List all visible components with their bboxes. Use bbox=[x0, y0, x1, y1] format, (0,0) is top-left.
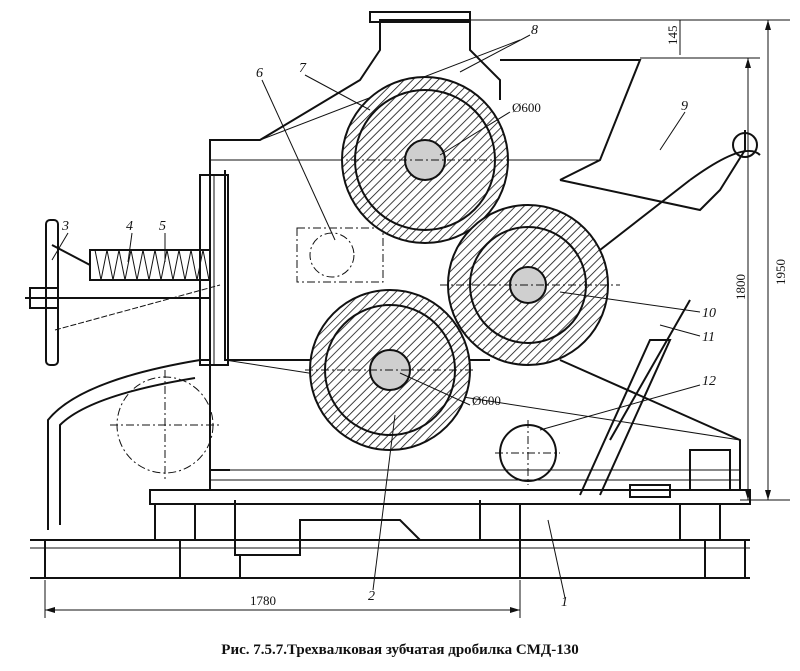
dimension-lines bbox=[44, 19, 790, 618]
dim-roll-top-diameter: Ø600 bbox=[512, 100, 541, 115]
callout-10: 10 bbox=[702, 306, 716, 321]
callout-2: 2 bbox=[368, 589, 375, 604]
crusher-drawing: 1 2 3 4 5 6 7 8 9 10 11 12 Ø600 Ø600 178… bbox=[25, 11, 790, 618]
base-frame bbox=[149, 469, 751, 556]
dim-height-1800: 1800 bbox=[733, 274, 748, 300]
dim-height-1950: 1950 bbox=[773, 259, 788, 285]
pulley bbox=[495, 420, 560, 485]
dim-base-length: 1780 bbox=[250, 593, 276, 608]
callout-3: 3 bbox=[61, 219, 69, 234]
callout-1: 1 bbox=[561, 595, 568, 610]
roll-top bbox=[335, 76, 515, 244]
callout-6: 6 bbox=[256, 66, 263, 81]
callout-11: 11 bbox=[702, 330, 715, 345]
callout-5: 5 bbox=[159, 219, 166, 234]
callout-12: 12 bbox=[702, 374, 716, 389]
callout-8: 8 bbox=[531, 23, 538, 38]
dim-roll-bottom-diameter: Ø600 bbox=[472, 393, 501, 408]
figure-caption: Рис. 7.5.7.Трехвалковая зубчатая дробилк… bbox=[221, 642, 579, 658]
hidden-element-box bbox=[296, 227, 384, 283]
foundation bbox=[30, 539, 750, 579]
callout-9: 9 bbox=[681, 99, 688, 114]
callout-7: 7 bbox=[299, 61, 307, 76]
roll-right bbox=[440, 204, 620, 366]
right-mechanism bbox=[629, 132, 761, 498]
drive-guard bbox=[47, 359, 220, 530]
spring-assembly bbox=[25, 219, 221, 366]
leader-lines bbox=[51, 34, 701, 599]
dim-hopper-height: 145 bbox=[665, 26, 680, 46]
roll-bottom bbox=[305, 289, 475, 451]
callout-4: 4 bbox=[126, 219, 133, 234]
back-plate bbox=[199, 174, 229, 366]
hidden-element-circle bbox=[309, 232, 355, 278]
